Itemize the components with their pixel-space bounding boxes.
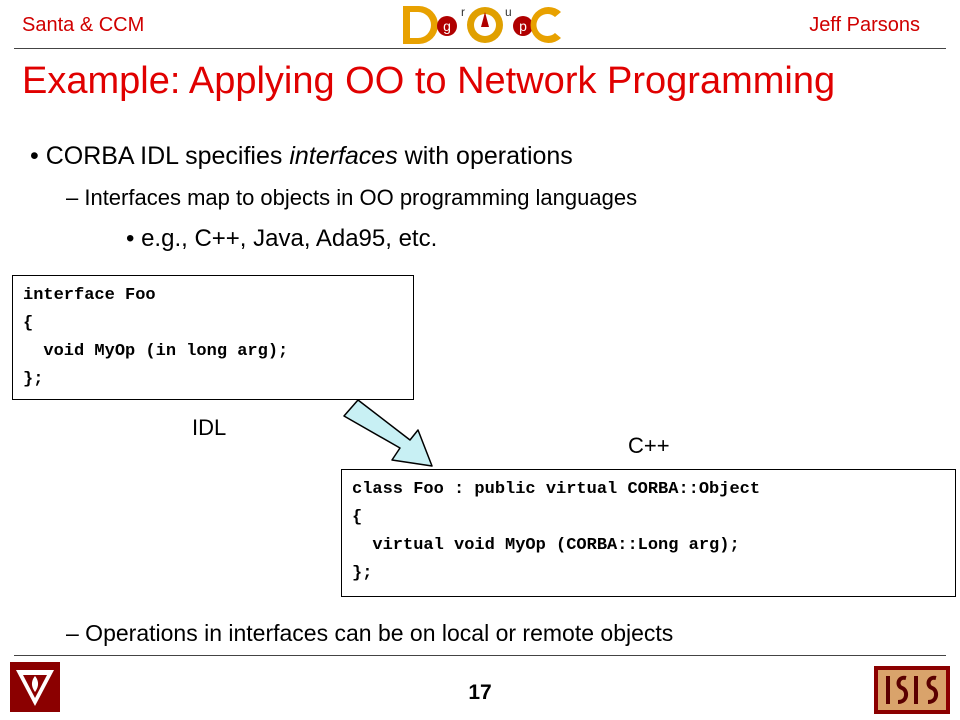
bullet-subsub: • e.g., C++, Java, Ada95, etc. [126,225,437,253]
bullet-sub-2: – Operations in interfaces can be on loc… [66,620,674,646]
bullet-main-emphasis: interfaces [289,142,398,170]
svg-text:u: u [505,5,512,19]
header-right-text: Jeff Parsons [809,14,920,36]
footer-divider [14,655,946,656]
bullet-main-suffix: with operations [397,142,573,170]
idl-code-box: interface Foo { void MyOp (in long arg);… [12,275,414,400]
slide-title: Example: Applying OO to Network Programm… [22,60,836,102]
idl-label: IDL [192,415,227,440]
bullet-dot: • [30,142,46,170]
cpp-label: C++ [628,433,670,458]
doc-group-logo-icon: g r u p [403,5,561,44]
svg-text:g: g [443,18,451,34]
bullet-dot: • [126,225,142,252]
header-left-text: Santa & CCM [22,14,145,36]
mapping-arrow-icon [343,399,433,467]
vanderbilt-logo-icon [10,662,60,712]
page-number: 17 [468,681,492,704]
header-divider [14,48,946,49]
bullet-main-prefix: CORBA IDL specifies [45,142,290,170]
bullet-main: • CORBA IDL specifies interfaces with op… [30,142,573,171]
bullet-sub-1: – Interfaces map to objects in OO progra… [66,185,638,210]
cpp-code-box: class Foo : public virtual CORBA::Object… [341,469,956,597]
isis-logo-icon [874,666,950,714]
bullet-subsub-text: e.g., C++, Java, Ada95, etc. [141,225,438,252]
svg-text:r: r [461,5,465,19]
svg-text:p: p [519,18,527,34]
